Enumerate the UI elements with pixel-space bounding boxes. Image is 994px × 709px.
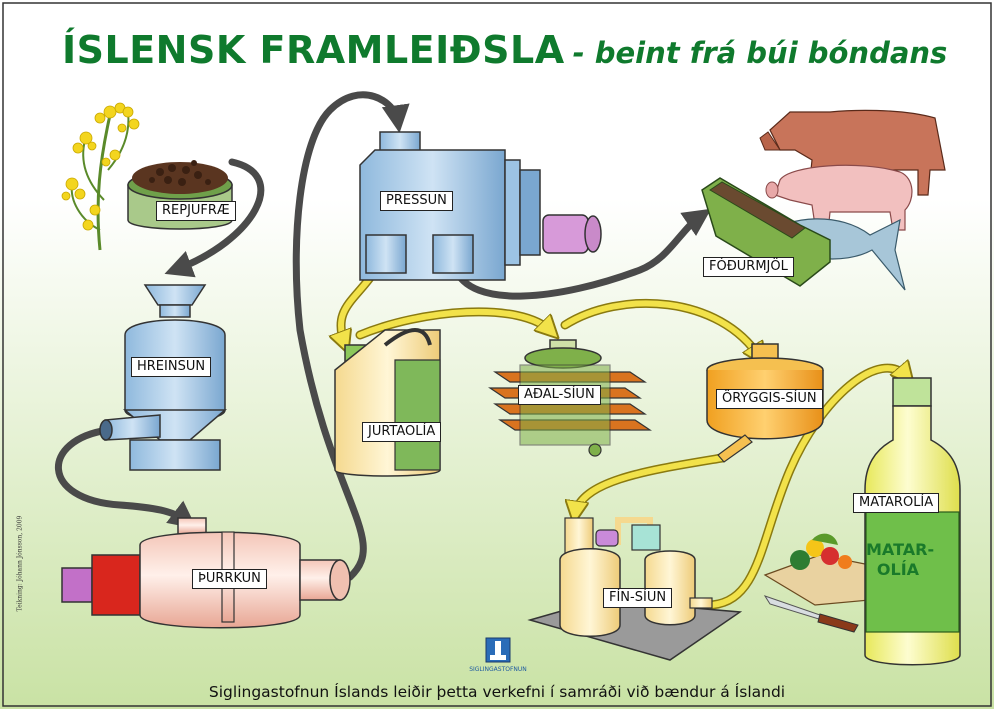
oil-bottle (864, 377, 961, 666)
oil-canister (334, 328, 441, 477)
illustration-credit: Teikning: Jóhann Jónsson, 2009 (16, 515, 24, 612)
label-thurrkun: ÞURRKUN (192, 569, 267, 589)
bottle-label-line2: OLÍA (876, 560, 920, 579)
label-jurtaolia: JURTAOLÍA (362, 422, 442, 442)
title-subtitle: - beint frá búi bóndans (572, 36, 948, 70)
pig (765, 164, 913, 233)
page-title: ÍSLENSK FRAMLEIÐSLA- beint frá búi bónda… (62, 28, 947, 72)
footer-text: Siglingastofnun Íslands leiðir þetta ver… (208, 683, 786, 701)
bottle-label-line1: MATAR- (866, 540, 935, 559)
label-oryggis-siun: ÖRYGGIS-SÍUN (716, 389, 823, 409)
title-main: ÍSLENSK FRAMLEIÐSLA (62, 28, 565, 72)
label-repjufrae: REPJUFRÆ (156, 201, 236, 221)
logo-text: SIGLINGASTOFNUN (469, 666, 527, 673)
label-hreinsun: HREINSUN (131, 357, 212, 377)
label-fin-siun: FÍN-SÍUN (603, 588, 673, 608)
label-matarolia: MATAROLÍA (853, 493, 940, 513)
vegetables-board (763, 533, 871, 606)
label-pressun: PRESSUN (380, 191, 453, 211)
press-machine (359, 131, 602, 281)
rapeseed-plant (61, 102, 140, 251)
label-adal-siun: AÐAL-SÍUN (518, 385, 601, 405)
knife (763, 595, 859, 633)
label-fodurmjol: FÓÐURMJÖL (703, 257, 794, 277)
siglingastofnun-logo (485, 637, 511, 663)
feed-trough (701, 177, 831, 287)
bottle-label: MATAR- OLÍA (866, 540, 935, 580)
